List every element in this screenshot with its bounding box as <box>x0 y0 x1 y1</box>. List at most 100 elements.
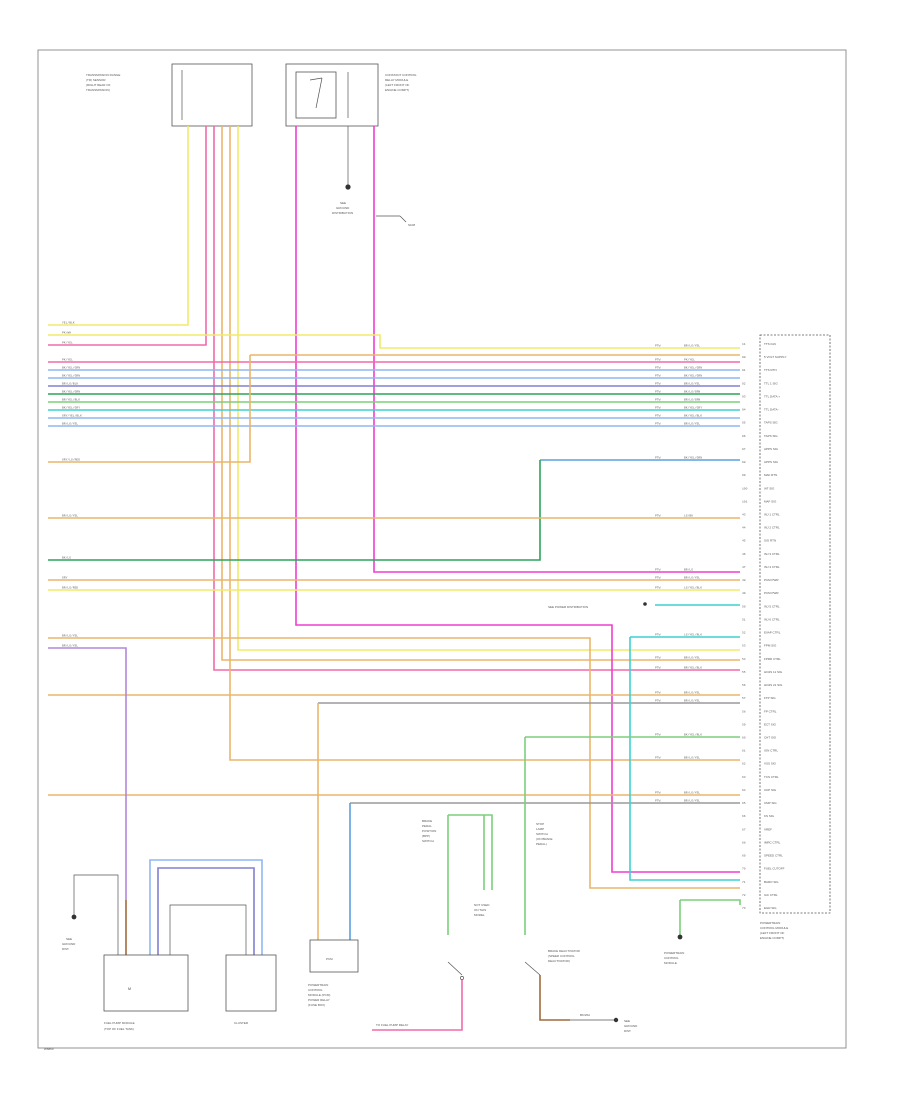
pcm-pin-name: INJ 1 CTRL <box>764 513 780 517</box>
not-used-label-2: MODEL <box>474 913 485 917</box>
pcm-wire-code: PTW <box>655 375 661 378</box>
deact-label-2: DEACTIVATOR) <box>548 959 570 963</box>
pcm-wire-color: BK/YEL/GRN <box>684 366 702 370</box>
footer-code: W6860 <box>44 1047 54 1051</box>
pcm-wire-code: PTW <box>655 423 661 426</box>
pcm-pin-name: INJ 2 CTRL <box>764 526 780 530</box>
pcm-pin-number: 70 <box>742 868 746 871</box>
pcm-wire-code: PTW <box>655 577 661 580</box>
pcm-pin-name: VSS SIG <box>764 762 777 766</box>
pcm-wire-color: BK/LG/GRN <box>684 390 700 394</box>
pcm-pin-name: HO2S 21 SIG <box>764 683 783 687</box>
pcm-pin-name: INJ 6 CTRL <box>764 617 780 621</box>
pcm-wire-color: BR/LG/YEL <box>684 576 700 580</box>
pcm-pin-name: APPS SIG <box>764 447 779 451</box>
junction-icon <box>643 602 647 606</box>
pcm-pin-name: MAF RTN <box>764 473 777 477</box>
pcm-wire-color: BK/YEL/GRN <box>684 456 702 460</box>
pcm-pin-name: CKP SIG <box>764 788 777 792</box>
pcm-wire-color: BR/LG/YEL <box>684 382 700 386</box>
pcm-pin-number: 55 <box>742 671 746 674</box>
left-wire-color: YEL/BLK <box>62 321 75 325</box>
lower-wires <box>48 647 614 1031</box>
pcm-pin-name: 5 VOLT SUPPLY <box>764 355 787 359</box>
fuse-ref: TO FUEL PUMP RELAY <box>376 1023 408 1027</box>
pcm-wire-color: BR/LG/GRN <box>684 398 700 402</box>
pcm-wire-color: BR/LG/YEL <box>684 756 700 760</box>
pcm-wire-code: PTW <box>655 587 661 590</box>
pcm-wire-color: BK/YEL/GRY <box>684 406 702 410</box>
pcm-pin-name: INJ 3 CTRL <box>764 552 780 556</box>
pcm-pin-name: VREF <box>764 827 772 831</box>
fuel-pump-inner: M <box>128 987 131 991</box>
pcm-wire-color: BR/LG/YEL <box>684 799 700 803</box>
bottom-ground-label-0: SEE <box>624 1019 630 1023</box>
not-used-label-1: ON THIS <box>474 908 486 912</box>
top-ground-label-1: GROUND <box>336 206 350 210</box>
fuel-pump-label-1: (TOP OF FUEL TANK) <box>104 1027 134 1031</box>
left-wire-color: BR/LG/YEL <box>62 644 78 648</box>
left-wire-color: BR/LG/YEL <box>62 634 78 638</box>
top-ground-label-0: SEE <box>340 201 346 205</box>
pcm-pin-number: 44 <box>742 527 746 530</box>
relay-label-0: CONSTANT CONTROL <box>385 73 417 77</box>
pcm-wire-color: BR/LG/YEL <box>684 691 700 695</box>
fuel-pump-label-0: FUEL PUMP MODULE <box>104 1021 135 1025</box>
pcm-wire-code: PTW <box>655 734 661 737</box>
pcm-pin-name: FUEL CUTOFF <box>764 867 785 871</box>
pcm-pin-number: 50 <box>742 605 746 608</box>
pcm-pin-number: 98 <box>742 461 746 464</box>
pcm-pin-number: 94 <box>742 409 746 412</box>
pcm-pin-number: 99 <box>742 474 746 477</box>
pcm-pin-name: INJ 4 CTRL <box>764 565 780 569</box>
pcm-wire-code: PTW <box>655 415 661 418</box>
left-wire-color: GRY <box>62 577 68 580</box>
pcm-pin-number: 11 <box>742 343 746 346</box>
top-vertical-wires <box>48 126 740 873</box>
pcm-pin-number: 46 <box>742 553 746 556</box>
pcm-pin-number: 51 <box>742 618 746 621</box>
pcm-wire-code: PTW <box>655 634 661 637</box>
left-wire-color: BK/LG <box>62 556 71 560</box>
cluster-label: CLUSTER <box>234 1021 249 1025</box>
pcm-relay-label-4: (FUSE BOX) <box>308 1003 325 1007</box>
pcm-pin-name: PCM PWR <box>764 578 779 582</box>
pcm-pin-number: 66 <box>742 815 746 818</box>
splice-label: S108 <box>408 223 415 227</box>
pcm-wire-color: LG/YEL/BLK <box>684 633 702 637</box>
pcm-pin-number: 69 <box>742 855 746 858</box>
pcm-pin-number: 47 <box>742 566 746 569</box>
pcm-label-2: (LEFT FRONT OF <box>760 931 785 935</box>
pcm-pin-name: ECT SIG <box>764 722 777 726</box>
pcm-pin-number: 73 <box>742 907 746 910</box>
pcm-label-0: POWERTRAIN <box>760 921 780 925</box>
tr-sensor-label-1: (TR) SENSOR <box>86 78 106 82</box>
pcm-pin-name: TTL DATA - <box>764 408 779 412</box>
pcm-pin-number: 43 <box>742 514 746 517</box>
pcm-wire-color: BK/YEL/GRN <box>684 374 702 378</box>
stop-lamp-switch: STOP LAMP SWITCH (ON BRAKE PEDAL) <box>524 822 553 976</box>
relay-label-3: ENGINE COMPT) <box>385 88 409 92</box>
pcm-pin-name: IMRC CTRL <box>764 840 781 844</box>
bottom-ground-wire: BK/WH <box>580 1013 590 1017</box>
pcm-pin-name: TTL DATA + <box>764 394 780 398</box>
pt-ground-label-2: MODULE <box>664 961 677 965</box>
pcm-pin-number: 48 <box>742 579 746 582</box>
pcm-pin-number: 57 <box>742 697 746 700</box>
pcm-pin-name: BARO SIG <box>764 880 779 884</box>
pcm-pin-name: TTL 1 SIG <box>764 381 778 385</box>
pcm-wire-color: BR/YEL/BLK <box>684 666 702 670</box>
left-wire-color: BK/YEL/GRN <box>62 390 80 394</box>
stop-label-1: LAMP <box>536 827 544 831</box>
left-wire-color: PK/YEL <box>62 358 73 362</box>
pcm-pin-number: 92 <box>742 382 746 385</box>
pcm-pin-name: MAF SIG <box>764 499 777 503</box>
pcm-wire-code: PTW <box>655 407 661 410</box>
pcm-wire-code: PTW <box>655 569 661 572</box>
bpp-switch: BRAKE PEDAL POSITION (BPP) SWITCH <box>422 819 464 980</box>
ground-icon <box>677 934 683 940</box>
pcm-pin-name: FPRD CTRL <box>764 657 781 661</box>
ground-icon <box>71 914 77 920</box>
